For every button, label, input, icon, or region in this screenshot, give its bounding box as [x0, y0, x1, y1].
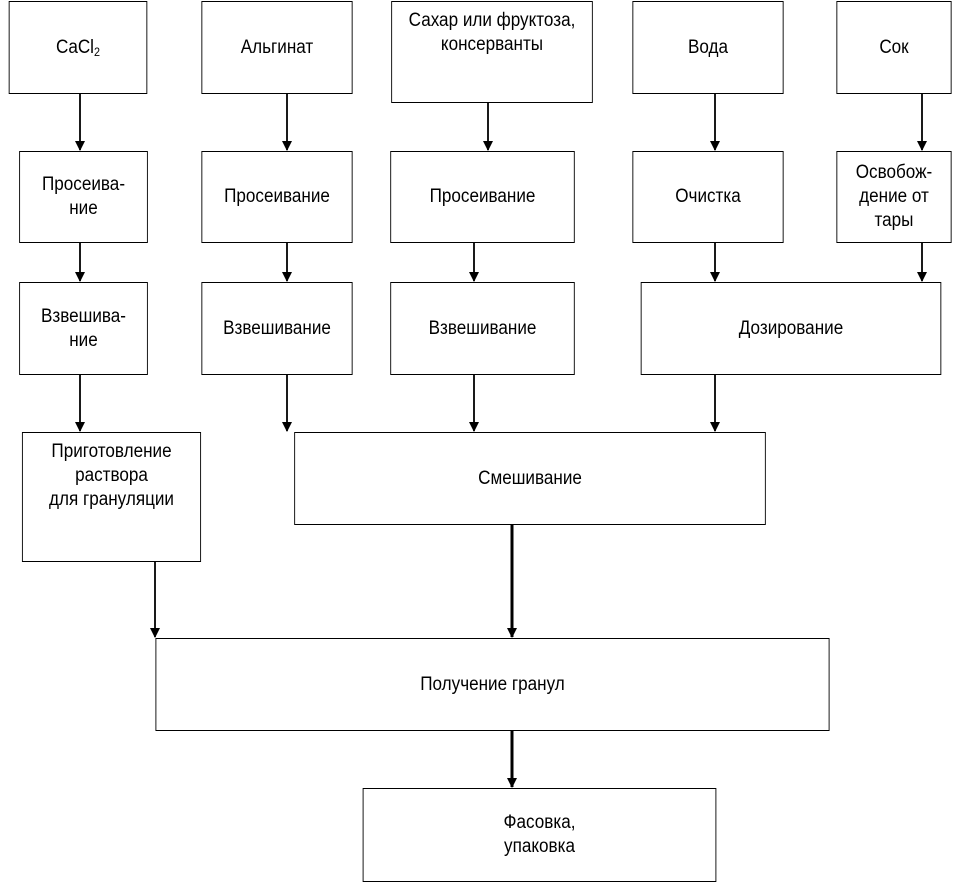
node-packaging: Фасовка, упаковка — [362, 788, 717, 882]
node-juice: Сок — [836, 1, 952, 94]
node-sieving-cacl2: Просеива- ние — [19, 151, 148, 243]
node-weighing-alginate: Взвешивание — [201, 282, 353, 375]
node-cleaning: Очистка — [632, 151, 784, 243]
node-alginate: Альгинат — [201, 1, 353, 94]
node-sugar-preservatives: Сахар или фруктоза, консерванты — [391, 1, 593, 103]
node-weighing-sugar: Взвешивание — [390, 282, 575, 375]
node-unpacking: Освобож- дение от тары — [836, 151, 952, 243]
node-granulation-solution: Приготовление раствора для грануляции — [21, 432, 202, 562]
node-dosing: Дозирование — [640, 282, 942, 375]
node-mixing: Смешивание — [294, 432, 766, 525]
node-sieving-sugar: Просеивание — [390, 151, 575, 243]
node-cacl2-label: CaCl2 — [55, 36, 101, 59]
node-cacl2: CaCl2 — [8, 1, 148, 94]
node-weighing-cacl2: Взвешива- ние — [19, 282, 148, 375]
node-granule-production: Получение гранул — [155, 638, 830, 731]
node-water: Вода — [632, 1, 784, 94]
node-sieving-alginate: Просеивание — [201, 151, 353, 243]
